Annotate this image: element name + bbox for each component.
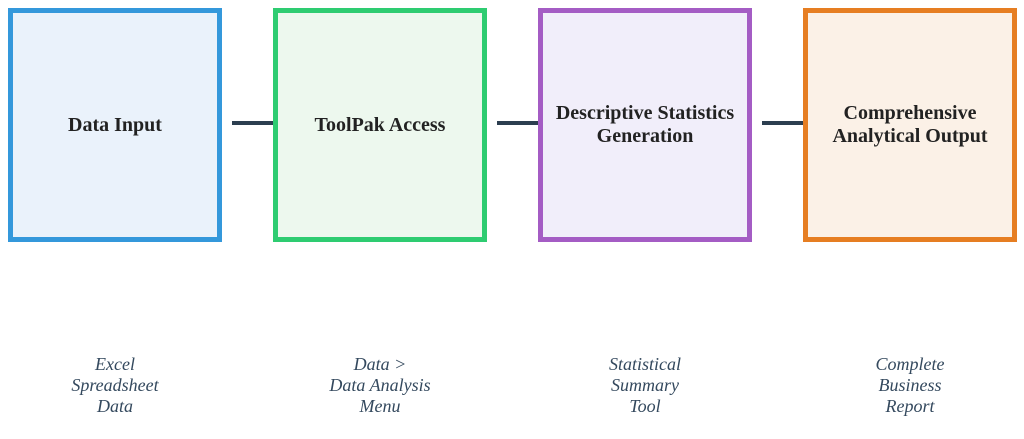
step-caption-data-input: Excel Spreadsheet Data: [8, 354, 222, 417]
caption-line: Excel: [95, 354, 135, 374]
caption-line: Data >: [353, 354, 407, 374]
step-title-toolpak-access: ToolPak Access: [314, 113, 446, 136]
caption-line: Tool: [629, 396, 661, 416]
caption-line: Data Analysis: [329, 375, 431, 395]
connector-line-3: [762, 121, 803, 125]
step-caption-toolpak-access: Data > Data Analysis Menu: [273, 354, 487, 417]
caption-line: Business: [878, 375, 942, 395]
caption-line: Statistical: [609, 354, 681, 374]
step-title-data-input: Data Input: [68, 113, 162, 136]
caption-line: Summary: [611, 375, 679, 395]
step-title-analytical-output: Comprehensive Analytical Output: [832, 102, 988, 147]
caption-line: Spreadsheet: [71, 375, 159, 395]
caption-line: Data: [97, 396, 133, 416]
caption-line: Complete: [875, 354, 945, 374]
step-caption-analytical-output: Complete Business Report: [803, 354, 1017, 417]
step-box-analytical-output: Comprehensive Analytical Output: [803, 8, 1017, 242]
step-box-data-input: Data Input: [8, 8, 222, 242]
step-title-descriptive-statistics: Descriptive Statistics Generation: [555, 102, 735, 147]
step-box-descriptive-statistics: Descriptive Statistics Generation: [538, 8, 752, 242]
connector-line-1: [232, 121, 273, 125]
caption-line: Menu: [359, 396, 401, 416]
connector-line-2: [497, 121, 538, 125]
step-box-toolpak-access: ToolPak Access: [273, 8, 487, 242]
caption-line: Report: [885, 396, 935, 416]
step-caption-descriptive-statistics: Statistical Summary Tool: [538, 354, 752, 417]
